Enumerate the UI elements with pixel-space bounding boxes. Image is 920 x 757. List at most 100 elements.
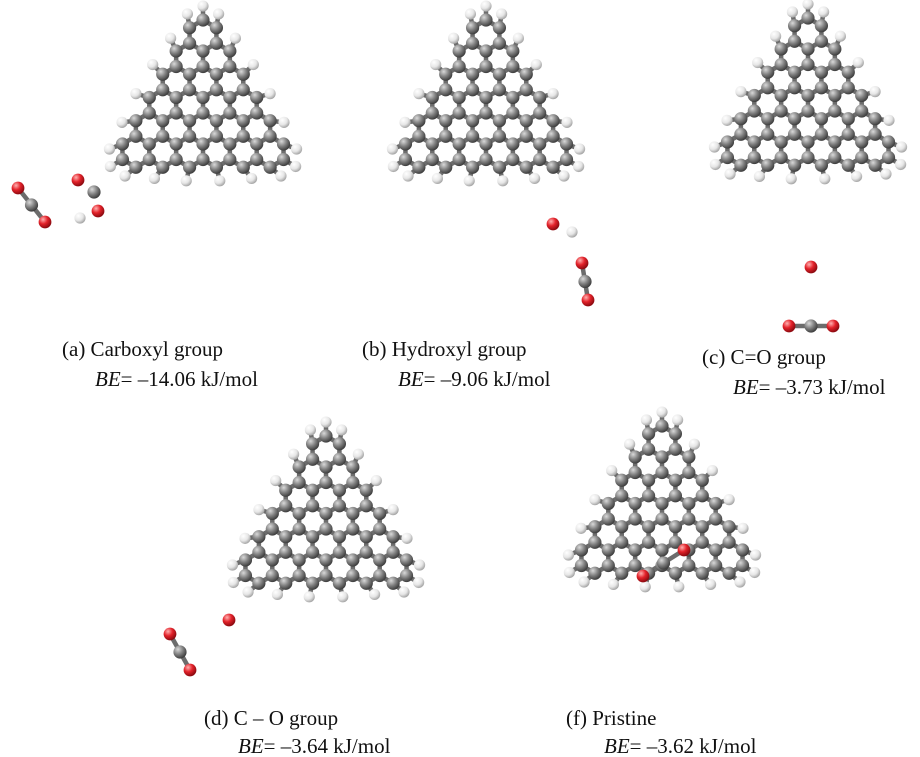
carbon-atom (668, 473, 683, 487)
carbon-atom (142, 106, 156, 120)
pristine-graphene-molecule (562, 406, 762, 593)
carbon-atom (412, 129, 426, 143)
hydrogen-atom (119, 170, 131, 182)
hydrogen-atom (640, 414, 653, 426)
oxygen-atom (546, 217, 560, 231)
carbon-atom (265, 553, 279, 567)
carbon-atom (841, 65, 855, 79)
carbon-atom (628, 558, 642, 573)
carbon-atom (747, 150, 761, 165)
carbon-atom (787, 127, 802, 141)
hydrogen-atom (278, 116, 290, 128)
carbon-atom (276, 152, 291, 167)
oxygen-atom (677, 543, 691, 557)
hydrogen-atom (589, 494, 601, 506)
carbon-atom (735, 543, 750, 557)
carbon-atom (774, 150, 788, 165)
carbon-atom (774, 135, 788, 149)
carbonyl-graphene-molecule (708, 0, 908, 333)
carbon-atom (841, 127, 855, 141)
hydrogen-atom (734, 576, 746, 588)
hydrogen-atom (639, 581, 651, 593)
carbon-atom (319, 506, 333, 521)
carbon-atom (332, 545, 347, 559)
hydrogen-atom (290, 160, 302, 173)
oxygen-atom (11, 181, 25, 195)
carbon-atom (828, 88, 842, 103)
hydrogen-atom (399, 116, 411, 128)
carbon-atom (305, 483, 320, 497)
hydrogen-atom (883, 114, 895, 126)
carbon-atom (305, 499, 320, 513)
carbon-atom (774, 42, 788, 56)
carbon-atom (641, 427, 656, 441)
hydrogen-atom (239, 532, 251, 544)
carbon-atom (641, 520, 656, 534)
carbon-atom (305, 437, 320, 451)
carbon-atom (546, 114, 560, 128)
carbon-atom (182, 129, 197, 143)
oxygen-atom (183, 663, 197, 677)
carbon-atom (169, 106, 183, 120)
carbon-atom (479, 90, 493, 105)
carbon-atom (682, 558, 696, 573)
carbon-atom (292, 506, 306, 521)
hydrogen-atom (752, 56, 764, 69)
carbon-atom (182, 36, 197, 50)
carbon-atom (439, 67, 453, 81)
carbon-atom (709, 558, 723, 573)
hydrogen-atom (735, 86, 747, 98)
carbon-atom (828, 42, 842, 56)
carbon-atom (855, 104, 869, 118)
carbon-atom (601, 512, 615, 526)
hydrogen-atom (290, 143, 303, 155)
carbon-atom (263, 129, 277, 143)
hydrogen-atom (148, 172, 161, 185)
carbon-atom (668, 489, 683, 503)
carbon-atom (196, 90, 210, 105)
carbon-atom (492, 36, 507, 50)
carbon-atom (332, 452, 347, 466)
hydrogen-atom (566, 226, 578, 238)
carbon-atom (209, 21, 224, 35)
carbon-atom (223, 106, 237, 120)
carbon-atom (695, 520, 709, 534)
carbon-atom (465, 21, 480, 35)
carbon-atom (720, 135, 735, 149)
hydrogen-atom (320, 416, 332, 428)
carbon-atom (359, 576, 373, 590)
hydrogen-atom (673, 581, 685, 593)
hydrogen-atom (530, 58, 542, 71)
carbon-atom (276, 137, 291, 151)
panel-b-label: (b) Hydroxyl group (362, 337, 526, 361)
carbon-atom (465, 83, 480, 97)
carbon-atom (814, 81, 829, 95)
be-value: = –9.06 kJ/mol (424, 367, 551, 391)
carbon-atom (709, 512, 723, 526)
carbon-atom (801, 11, 815, 25)
hydrogen-atom (464, 8, 477, 20)
be-value: = –14.06 kJ/mol (121, 367, 258, 391)
carbon-atom (173, 645, 187, 659)
hydrogen-atom (880, 168, 892, 180)
carbon-atom (209, 83, 224, 97)
carbon-atom (359, 483, 373, 497)
carbon-atom (196, 13, 210, 27)
carbon-atom (223, 137, 237, 151)
carbon-atom (787, 65, 802, 79)
hydrogen-atom (607, 578, 620, 591)
hydrogen-atom (413, 559, 426, 571)
carbon-atom (425, 137, 439, 151)
panel-d-label: (d) C – O group (204, 706, 338, 730)
carbon-atom (412, 160, 426, 174)
hydrogen-atom (671, 414, 684, 426)
hydrogen-atom (573, 143, 586, 155)
hydrogen-atom (753, 170, 766, 183)
carbon-atom (735, 558, 750, 573)
panel-c-label: (c) C=O group (702, 345, 826, 369)
carbon-atom (236, 83, 250, 97)
carbon-atom (332, 576, 347, 590)
carbon-atom (668, 442, 683, 456)
carbon-atom (578, 274, 592, 289)
carbon-atom (465, 36, 480, 50)
